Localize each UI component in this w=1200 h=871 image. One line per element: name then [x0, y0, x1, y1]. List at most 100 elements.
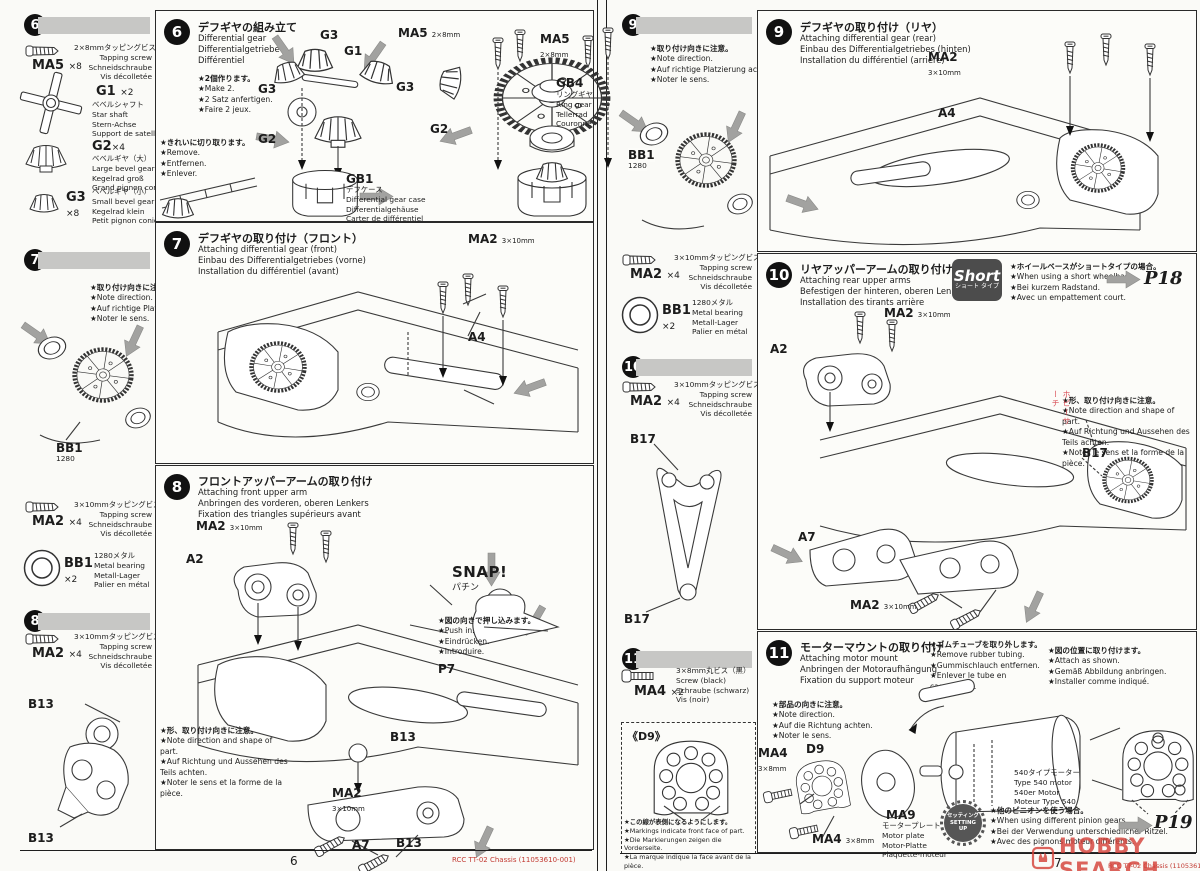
text-line: Vis (noir) — [676, 695, 710, 705]
rear-upper-arm-diagram — [768, 311, 1187, 631]
text-line: Tapping screw — [99, 509, 152, 519]
hobbysearch-vertical-watermark: ホビーサーチ — [1051, 390, 1071, 426]
part-label-g3: G3 — [320, 28, 339, 42]
part-label-ma2: MA2 3×10mm — [884, 306, 951, 320]
part-label-b17: B17 — [624, 612, 650, 626]
text-line: ★Remove. — [160, 148, 201, 158]
text-line: Attaching differential gear (front) — [198, 244, 337, 254]
arrow-icon — [1118, 816, 1153, 835]
part-code: G1 ×2 — [96, 84, 134, 99]
text-line: Differential gear — [198, 33, 267, 43]
text-line: ★Note direction and shape of part. — [160, 736, 273, 756]
part-label-gb4: GB4 — [556, 76, 584, 90]
note-shape: ★形、取り付け向きに注意。★Note direction and shape o… — [160, 726, 288, 799]
part-label-bb1-sub: 1280 — [628, 161, 647, 171]
part-label-bb1: BB1 — [628, 148, 655, 162]
text-line: Grand pignon conique — [92, 183, 174, 193]
sidebar-bar-8 — [38, 613, 150, 630]
text-line: ベベルシャフト — [92, 100, 144, 109]
text-line: ★Introduire. — [438, 647, 485, 657]
front-diff-install-diagram — [217, 273, 579, 438]
text-line: ★図の位置に取り付けます。 — [1048, 646, 1146, 655]
text-line: Einbau des Differentialgetriebes (vorne) — [198, 254, 366, 265]
text-line: Screw (black) — [676, 675, 726, 685]
text-line: ★Eindrücken. — [438, 636, 490, 646]
screw-icon — [25, 633, 59, 645]
footer-code-right: RCC TT-02 Chassis (11053610) — [1108, 862, 1200, 870]
text-line: Vis décolletée — [700, 282, 752, 292]
text-line: Kegelrad klein — [92, 206, 145, 216]
text-line: ★Attach as shown. — [1048, 656, 1120, 666]
text-line: Tapping screw — [699, 389, 752, 399]
text-line: ★Noter le sens. — [772, 731, 832, 741]
bearing-icon — [23, 549, 61, 587]
part-label-b13: B13 — [28, 831, 54, 845]
text-line: ★Note direction and shape of part. — [1062, 406, 1175, 426]
hobbysearch-logo-icon — [1031, 846, 1055, 870]
text-line: ★When using a short wheelbase. — [1010, 272, 1136, 282]
text-line: Kegelrad groß — [92, 173, 144, 183]
text-line: Tapping screw — [99, 641, 152, 651]
part-label-b13: B13 — [396, 836, 422, 850]
note-d9-markings: ★この線が表側になるようにします。★Markings indicate fron… — [624, 818, 752, 871]
text-line: ★Bei kurzem Radstand. — [1010, 282, 1100, 292]
part-label-a4: A4 — [468, 330, 486, 344]
text-line: Stern-Achse — [92, 119, 137, 129]
short-wheelbase-badge: Short ショート タイプ — [952, 259, 1002, 301]
step7-titles: Attaching differential gear (front)Einba… — [198, 244, 366, 277]
note-direction: ★取り付け向きに注意。★Note direction.★Auf richtige… — [650, 44, 777, 86]
text-line: Motor-Platte — [882, 840, 927, 850]
text-line: ★Auf richtige Platzierung achten. — [90, 303, 217, 313]
text-line: ★ゴムチューブを取り外します。 — [930, 640, 1042, 649]
note-make-2: ★2個作ります。★Make 2.★2 Satz anfertigen.★Fair… — [198, 74, 273, 116]
text-line: ★When using different pinion gears. — [990, 816, 1128, 826]
star-shaft-icon — [19, 71, 83, 135]
text-line: ★取り付け向きに注意。 — [90, 283, 173, 292]
text-line: ★2個作ります。 — [198, 74, 255, 83]
text-line: Anbringen der Motoraufhängung — [800, 663, 938, 674]
screw-icon — [622, 254, 656, 266]
text-line: ★Entfernen. — [160, 158, 207, 168]
text-line: Couronne — [556, 119, 592, 129]
step-badge-10: 10 — [766, 262, 792, 288]
part-label-a2: A2 — [186, 552, 204, 566]
text-line: Fixation du support moteur — [800, 674, 914, 685]
part-label-b13: B13 — [28, 697, 54, 711]
part-label-a7: A7 — [352, 838, 370, 852]
text-line: ★他のピニオンを使う場合。 — [990, 806, 1088, 815]
text-line: Vis décolletée — [700, 409, 752, 419]
text-line: 3×10mmタッピングビス — [74, 500, 161, 509]
text-line: Tellerrad — [556, 109, 588, 119]
text-line: Small bevel gear — [92, 196, 155, 206]
b13-part-diagram — [57, 703, 129, 828]
text-line: 2×8mmタッピングビス — [74, 43, 156, 52]
text-line: ★Die Markierungen zeigen die Vorderseite… — [624, 835, 722, 853]
part-code: G3×8 — [66, 190, 86, 219]
text-line: Attaching front upper arm — [198, 487, 308, 497]
text-line: Moteur Type 540 — [1014, 797, 1076, 807]
text-line: Metall-Lager — [94, 570, 141, 580]
note-short-wheelbase: ★ホイールベースがショートタイプの場合。★When using a short … — [1010, 262, 1161, 304]
diff-assembly-diagram — [159, 27, 614, 219]
part-label-a7: A7 — [798, 530, 816, 544]
round-screw-icon — [621, 669, 654, 683]
screw-icon — [25, 45, 59, 57]
text-line: Metal bearing — [94, 560, 145, 570]
text-line: Motor plate — [882, 830, 925, 840]
page-ref-p18: P18 — [1144, 268, 1183, 289]
part-label-b13: B13 — [390, 730, 416, 744]
text-line: Einbau des Differentialgetriebes (hinten… — [800, 43, 971, 54]
text-line: ★La marque indique la face avant de la p… — [624, 853, 751, 871]
part-code: MA2 ×4 — [630, 394, 680, 409]
text-line: 3×8mm丸ビス（黒） — [676, 666, 751, 675]
page-number-right: 7 — [1054, 856, 1062, 870]
text-line: ★Bei der Verwendung unterschiedlicher Ri… — [990, 826, 1168, 836]
text-line: ★2 Satz anfertigen. — [198, 94, 273, 104]
step-badge-9: 9 — [766, 19, 792, 45]
